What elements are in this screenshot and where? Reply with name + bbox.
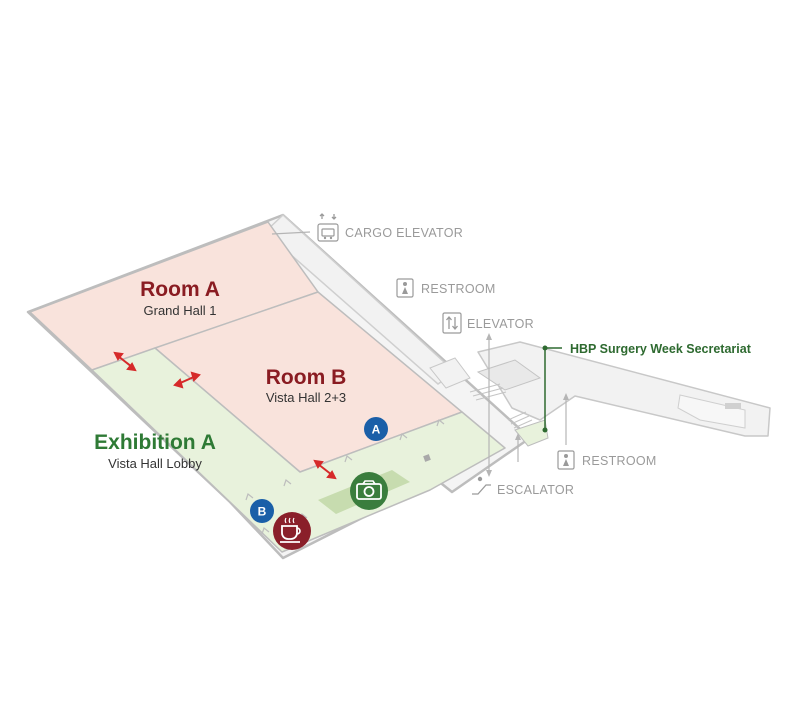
camera-icon <box>350 472 388 510</box>
secretariat-label: HBP Surgery Week Secretariat <box>570 342 752 356</box>
marker-a: A <box>364 417 388 441</box>
coffee-icon <box>273 512 311 550</box>
pillar <box>423 454 431 462</box>
restroom-icon <box>396 278 414 298</box>
room-a-subtitle: Grand Hall 1 <box>144 303 217 318</box>
restroom-icon <box>557 450 575 470</box>
elevator-icon <box>442 312 462 334</box>
escalator-label: ESCALATOR <box>497 483 574 497</box>
svg-text:A: A <box>372 423 381 437</box>
elevator-label: ELEVATOR <box>467 317 534 331</box>
stair-block <box>476 359 542 391</box>
room-b-title: Room B <box>266 366 347 389</box>
lobby-block <box>429 357 471 389</box>
room-a-title: Room A <box>140 278 220 301</box>
exhibition-a-area <box>91 347 506 553</box>
restroom-top-label: RESTROOM <box>421 282 496 296</box>
marker-b: B <box>250 499 274 523</box>
exhibition-corner <box>514 419 549 447</box>
restroom-bottom-label: RESTROOM <box>582 454 657 468</box>
leader-lines <box>271 231 567 470</box>
exhibition-a-title: Exhibition A <box>94 431 216 454</box>
door-arrows <box>113 351 337 480</box>
east-wing-detail <box>725 403 741 409</box>
cargo-elevator-label: CARGO ELEVATOR <box>345 226 463 240</box>
booth-ticks <box>245 418 445 535</box>
cargo-elevator-icon <box>317 213 339 242</box>
room-b-subtitle: Vista Hall 2+3 <box>266 390 346 405</box>
escalator-icon <box>472 476 491 495</box>
exhibition-a-subtitle: Vista Hall Lobby <box>108 456 202 471</box>
svg-text:B: B <box>258 505 267 519</box>
stairs <box>469 383 533 429</box>
